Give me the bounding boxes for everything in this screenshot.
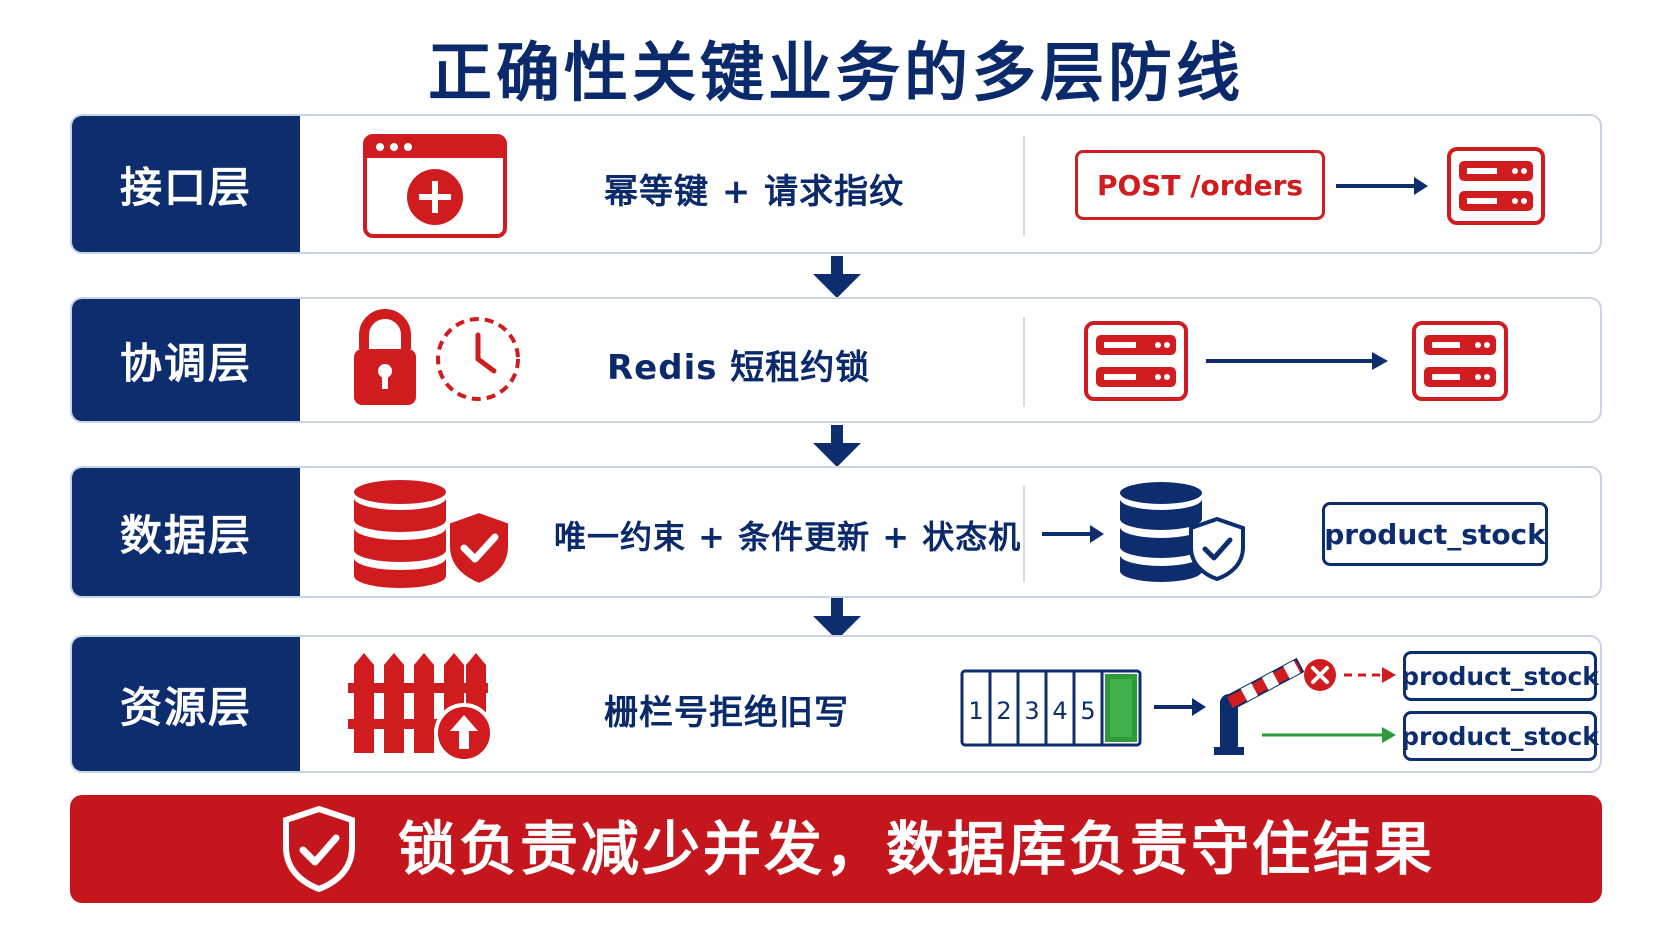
layer-text-data: 唯一约束 + 条件更新 + 状态机: [554, 518, 1022, 556]
server-icon: [1447, 147, 1545, 225]
fencing-token-sequence: 1 2 3 4 5: [960, 669, 1142, 747]
layer-label-data: 数据层: [72, 468, 300, 596]
product-stock-tag: product_stock: [1322, 502, 1548, 566]
reject-x-icon: [1304, 659, 1336, 691]
summary-banner: 锁负责减少并发，数据库负责守住结果: [70, 795, 1602, 903]
page-title: 正确性关键业务的多层防线: [428, 37, 1244, 111]
rejected-path-arrow: [1344, 667, 1396, 683]
divider: [1023, 317, 1025, 407]
fence-number: 1: [968, 697, 983, 725]
down-arrow-icon: [813, 256, 861, 298]
layer-interface: 接口层 幂等键 + 请求指纹 POST /orders: [70, 114, 1602, 254]
layer-data: 数据层 唯一约束 + 条件更新 + 状态机 product_stock: [70, 466, 1602, 598]
accepted-path-arrow: [1262, 727, 1396, 743]
server-icon: [1412, 321, 1508, 401]
barrier-gate-icon: [1214, 657, 1305, 755]
layer-label-coordination: 协调层: [72, 299, 300, 421]
right-arrow-icon: [1042, 525, 1104, 543]
layer-text-coordination: Redis 短租约锁: [607, 348, 871, 388]
clock-icon: [436, 317, 520, 401]
fence-number: 5: [1080, 697, 1095, 725]
right-arrow-icon: [1336, 177, 1428, 195]
divider: [1023, 486, 1025, 582]
database-icon: [1120, 482, 1202, 582]
product-stock-tag-rejected: product_stock: [1401, 651, 1599, 701]
down-arrow-icon: [813, 598, 861, 640]
right-arrow-icon: [1206, 352, 1388, 370]
layer-text-interface: 幂等键 + 请求指纹: [604, 172, 905, 212]
fence-number: 3: [1024, 697, 1039, 725]
shield-check-icon: [283, 805, 355, 893]
layer-label-resource: 资源层: [72, 637, 300, 771]
product-stock-tag-accepted: product_stock: [1401, 711, 1599, 761]
fence-number: 2: [996, 697, 1011, 725]
browser-plus-icon: [363, 134, 507, 238]
layer-coordination: 协调层 Redis 短租约锁: [70, 297, 1602, 423]
padlock-icon: [354, 309, 416, 405]
post-orders-tag: POST /orders: [1075, 150, 1325, 220]
down-arrow-icon: [813, 425, 861, 467]
right-arrow-icon: [1154, 698, 1206, 716]
divider: [1023, 136, 1025, 236]
upload-arrow-icon: [434, 703, 494, 763]
layer-resource: 资源层 栅栏号拒绝旧写 1 2 3 4 5: [70, 635, 1602, 773]
layer-text-resource: 栅栏号拒绝旧写: [604, 693, 849, 733]
database-icon: [354, 480, 446, 588]
shield-check-icon: [1189, 516, 1245, 582]
layer-label-interface: 接口层: [72, 116, 300, 252]
fence-number: 4: [1052, 697, 1067, 725]
shield-check-icon: [446, 508, 512, 588]
server-icon: [1084, 321, 1188, 401]
summary-banner-text: 锁负责减少并发，数据库负责守住结果: [398, 815, 1436, 883]
